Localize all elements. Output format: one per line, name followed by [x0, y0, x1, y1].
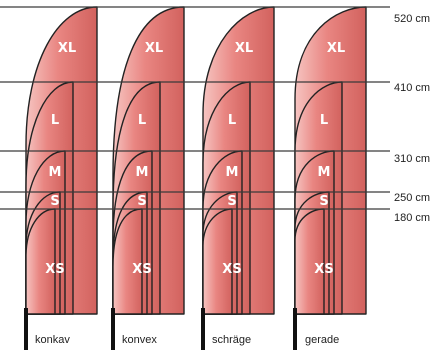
size-label-schräge-xl: XL: [235, 41, 253, 56]
size-label-gerade-xs: XS: [314, 262, 333, 277]
flags-layer: [25, 6, 367, 315]
size-label-schräge-m: M: [226, 165, 239, 180]
height-label-520: 520 cm: [394, 13, 430, 25]
height-label-410: 410 cm: [394, 82, 430, 94]
height-label-310: 310 cm: [394, 153, 430, 165]
type-label-gerade: gerade: [305, 334, 339, 346]
type-label-schraege: schräge: [212, 334, 251, 346]
size-label-konvex-xs: XS: [132, 262, 151, 277]
size-label-schräge-l: L: [228, 113, 236, 128]
size-label-konkav-xs: XS: [45, 262, 64, 277]
size-label-konvex-xl: XL: [145, 41, 163, 56]
size-label-konvex-m: M: [136, 165, 149, 180]
size-label-konkav-l: L: [51, 113, 59, 128]
size-label-konvex-s: S: [137, 194, 146, 209]
height-label-180: 180 cm: [394, 212, 430, 224]
size-label-konkav-s: S: [50, 194, 59, 209]
size-label-gerade-m: M: [318, 165, 331, 180]
size-label-gerade-xl: XL: [327, 41, 345, 56]
size-label-schräge-xs: XS: [222, 262, 241, 277]
type-label-konvex: konvex: [122, 334, 157, 346]
size-label-konkav-m: M: [49, 165, 62, 180]
poles-layer: [24, 308, 297, 350]
height-guide-lines: [0, 6, 390, 210]
size-label-konvex-l: L: [138, 113, 146, 128]
type-label-konkav: konkav: [35, 334, 70, 346]
pole-2: [201, 308, 205, 350]
pole-1: [111, 308, 115, 350]
size-label-gerade-l: L: [320, 113, 328, 128]
pole-3: [293, 308, 297, 350]
height-label-250: 250 cm: [394, 192, 430, 204]
pole-0: [24, 308, 28, 350]
size-label-schräge-s: S: [227, 194, 236, 209]
size-label-konkav-xl: XL: [58, 41, 76, 56]
size-label-gerade-s: S: [319, 194, 328, 209]
